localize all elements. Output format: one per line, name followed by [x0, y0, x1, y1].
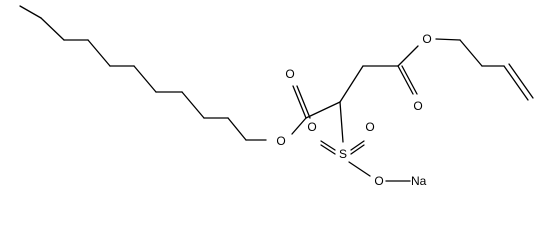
nonyl-chain-bond	[87, 39, 111, 67]
backbone-bond	[305, 101, 341, 119]
sulfonyl-double-bond-left	[320, 140, 336, 151]
nonyl-chain-bond	[133, 65, 157, 93]
backbone-bond	[339, 65, 364, 103]
butenyl-bond	[435, 38, 461, 41]
nonyl-chain-bond	[40, 17, 65, 41]
carbonyl-double-bond-left	[296, 85, 311, 119]
ester-bond	[291, 117, 307, 135]
sulfonyl-double-bond-right	[350, 144, 365, 155]
sulfonyl-oxygen-right: O	[365, 120, 374, 134]
nonyl-chain-bond	[181, 91, 205, 119]
terminal-double-bond	[508, 63, 534, 99]
nonyl-chain-bond	[19, 5, 42, 19]
sodium-atom: Na	[411, 174, 427, 185]
sulfur-atom: S	[339, 147, 347, 161]
chemical-structure-diagram: O O S O O O Na O O	[19, 5, 534, 185]
nonyl-chain-bond	[227, 117, 247, 141]
ester-oxygen-left: O	[276, 134, 285, 148]
sulfur-bond	[339, 101, 344, 143]
sulfonate-oxygen: O	[374, 174, 383, 185]
butenyl-bond	[459, 39, 483, 67]
carbonyl-double-bond-right	[401, 65, 418, 95]
sulfonyl-double-bond-left	[320, 144, 336, 155]
sulfonyl-oxygen-left: O	[307, 120, 316, 134]
terminal-double-bond	[503, 65, 529, 101]
carbonyl-double-bond-left	[292, 85, 307, 119]
carbonyl-double-bond-right	[397, 65, 414, 95]
carbonyl-oxygen-right: O	[413, 99, 422, 113]
sulfonate-bond	[348, 161, 371, 177]
sulfonyl-double-bond-right	[350, 140, 365, 151]
ester-oxygen-right: O	[422, 32, 431, 46]
carbonyl-oxygen-left: O	[285, 67, 294, 81]
ester-bond	[397, 45, 419, 67]
